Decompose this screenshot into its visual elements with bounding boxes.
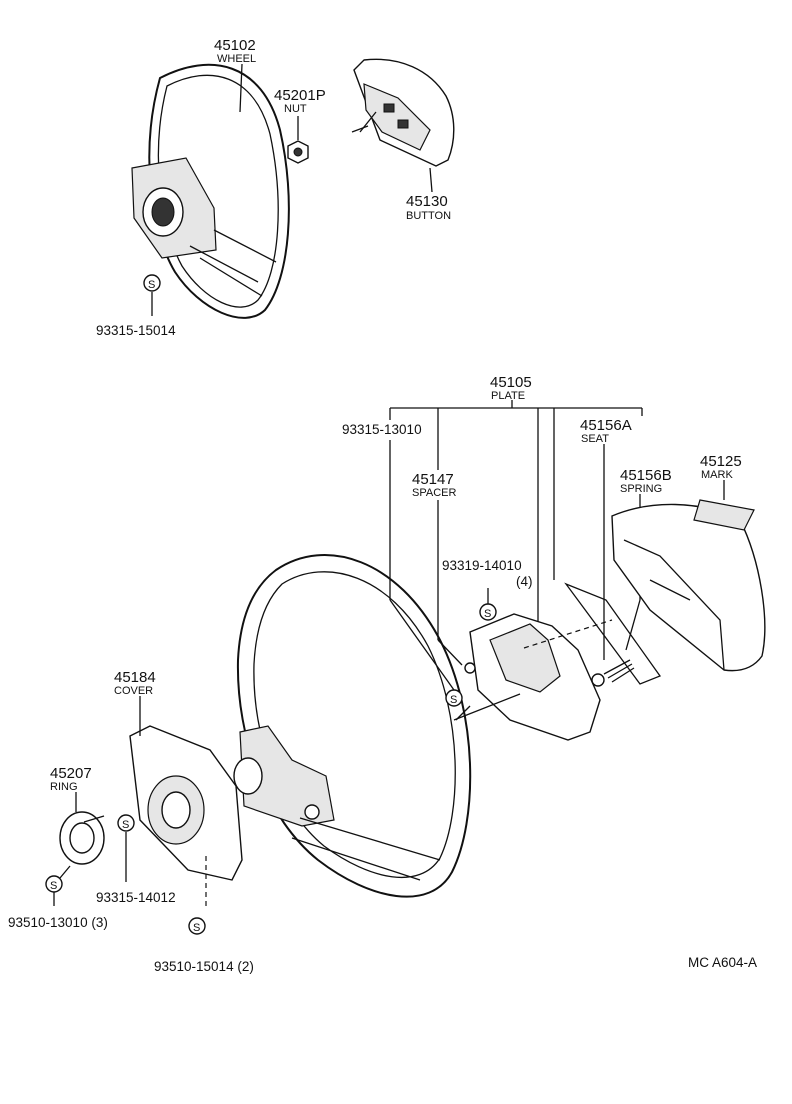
part-45102-number: 45102 (214, 37, 256, 54)
part-93510-15014-number: 93510-15014 (2) (154, 959, 254, 974)
part-45156a-number: 45156A (580, 417, 632, 434)
svg-text:S: S (193, 922, 200, 934)
svg-text:S: S (148, 279, 155, 291)
standard-marker-icon: S (188, 917, 206, 935)
plate-bracket-lines (389, 400, 725, 691)
part-93315-15014-number: 93315-15014 (96, 323, 176, 338)
part-93319-14010-qty: (4) (516, 574, 533, 589)
part-45207-number: 45207 (50, 765, 92, 782)
standard-marker-icon: S (117, 814, 135, 832)
standard-marker-icon: S (479, 603, 497, 621)
part-45105-number: 45105 (490, 374, 532, 391)
part-45184-name: COVER (114, 685, 153, 697)
mark-badge-drawing (693, 499, 755, 531)
figure-code: MC A604-A (688, 955, 757, 970)
part-93315-14012-number: 93315-14012 (96, 890, 176, 905)
steering-wheel-bottom-drawing (233, 554, 472, 898)
part-45102-name: WHEEL (217, 53, 256, 65)
button-pad-bottom-drawing (611, 503, 766, 672)
svg-text:S: S (122, 819, 129, 831)
bottom-leader-lines (53, 696, 141, 906)
cover-drawing (129, 725, 243, 910)
part-45156b-name: SPRING (620, 483, 662, 495)
svg-text:S: S (50, 880, 57, 892)
svg-text:S: S (450, 694, 457, 706)
part-93510-13010-number: 93510-13010 (3) (8, 915, 108, 930)
nut-drawing (287, 140, 309, 164)
part-45105-name: PLATE (491, 390, 525, 402)
part-93315-13010-number: 93315-13010 (342, 422, 422, 437)
standard-marker-icon: S (45, 875, 63, 893)
part-45201p-name: NUT (284, 103, 307, 115)
svg-text:S: S (484, 608, 491, 620)
part-45156a-name: SEAT (581, 433, 609, 445)
part-45147-name: SPACER (412, 487, 456, 499)
part-45156b-number: 45156B (620, 467, 672, 484)
part-45184-number: 45184 (114, 669, 156, 686)
part-45130-name: BUTTON (406, 210, 451, 222)
part-93319-14010-number: 93319-14010 (442, 558, 522, 573)
top-leader-lines (151, 63, 433, 316)
part-45201p-number: 45201P (274, 87, 326, 104)
part-45125-name: MARK (701, 469, 733, 481)
steering-wheel-top-drawing (131, 63, 290, 319)
standard-marker-icon: S (143, 274, 161, 292)
ring-drawing (59, 811, 105, 865)
part-45130-number: 45130 (406, 193, 448, 210)
button-top-drawing (351, 58, 455, 167)
part-45207-name: RING (50, 781, 78, 793)
part-45125-number: 45125 (700, 453, 742, 470)
part-45147-number: 45147 (412, 471, 454, 488)
standard-marker-icon: S (445, 689, 463, 707)
plate-assembly-drawing (453, 582, 662, 741)
